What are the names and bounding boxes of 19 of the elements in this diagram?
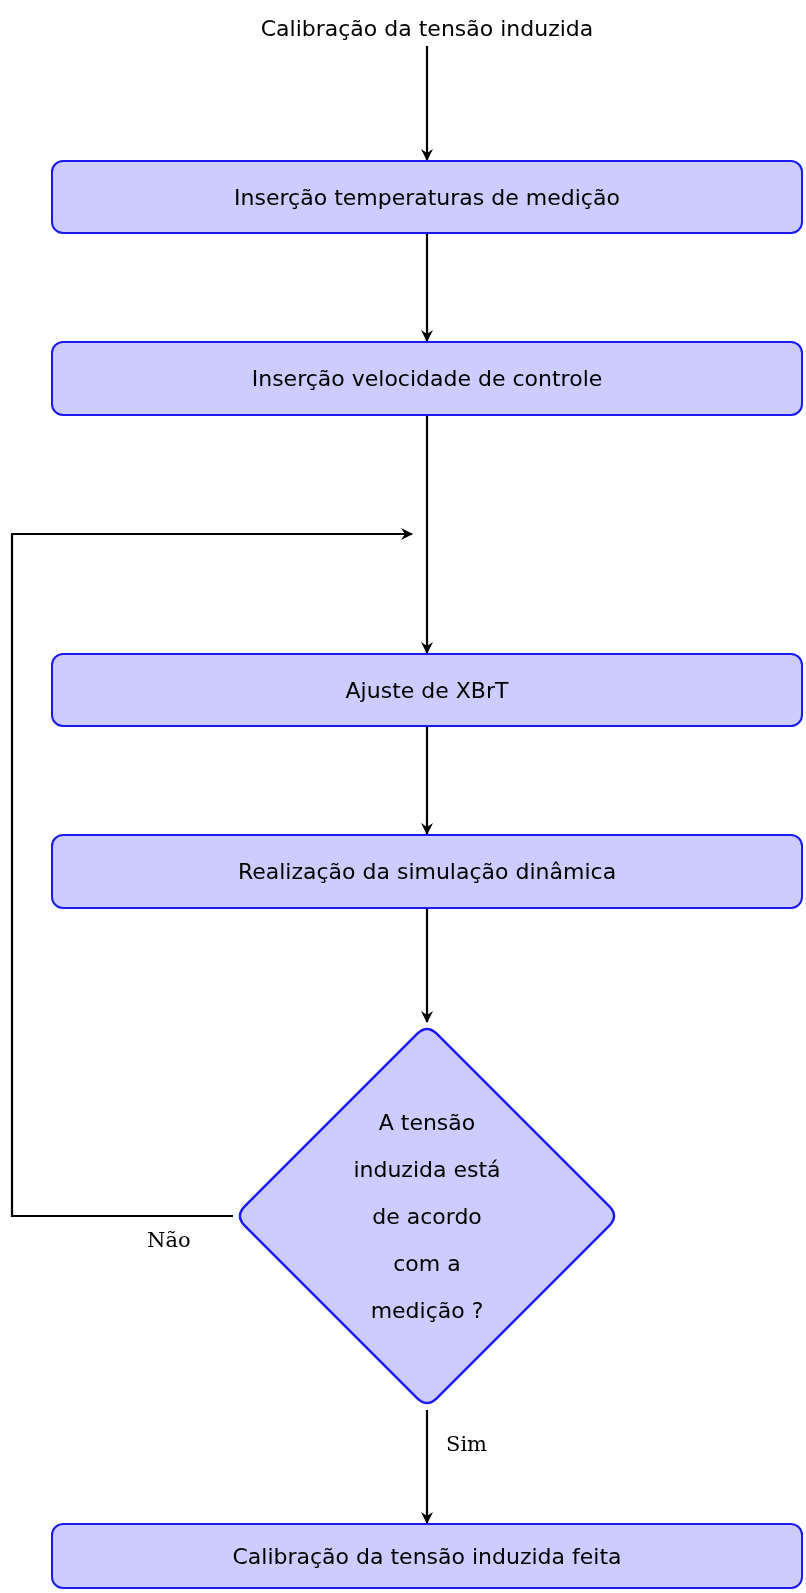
process-box (51, 341, 803, 416)
process-label: Inserção velocidade de controle (251, 366, 603, 391)
process-label: Ajuste de XBrT (345, 677, 509, 703)
arrow (421, 46, 433, 161)
arrow (421, 1410, 433, 1524)
start-label: Calibração da tensão induzida (260, 15, 594, 41)
arrow (10, 528, 413, 1218)
process-box (51, 834, 803, 909)
process-box (51, 160, 803, 234)
process-label: Inserção temperaturas de medição (234, 184, 620, 210)
process-label: Calibração da tensão induzida feita (232, 1543, 622, 1569)
arrow (421, 909, 433, 1023)
arrow (421, 234, 433, 342)
process-box (51, 1523, 803, 1589)
process-box (51, 653, 803, 727)
process-label: Realização da simulação dinâmica (237, 859, 617, 884)
decision-question: A tensão induzida está de acordo com a medição ? (352, 1108, 502, 1325)
arrow (421, 416, 433, 654)
arrow (421, 727, 433, 835)
